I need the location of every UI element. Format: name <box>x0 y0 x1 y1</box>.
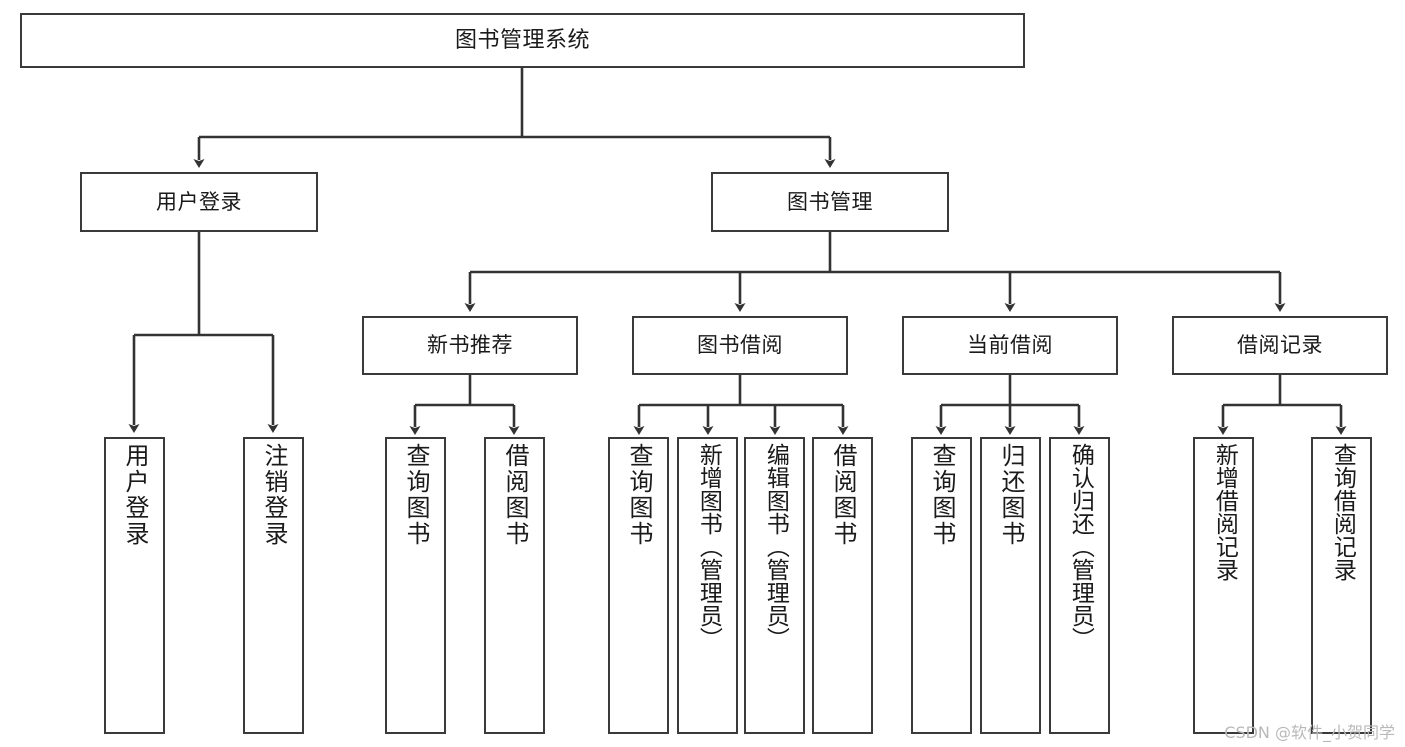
leaf-confirm-return-label: 确认归还（管理员） <box>1067 443 1094 650</box>
node-current-borrow[interactable]: 当前借阅 <box>902 316 1118 375</box>
leaf-borrow-book-2-label: 借阅图书 <box>828 443 857 547</box>
node-current-borrow-label: 当前借阅 <box>967 333 1053 358</box>
leaf-borrow-book-2[interactable]: 借阅图书 <box>812 437 873 734</box>
leaf-query-book-3[interactable]: 查询图书 <box>911 437 972 734</box>
leaf-logout-login-label: 注销登录 <box>259 443 288 547</box>
leaf-query-book-2-label: 查询图书 <box>624 443 653 547</box>
leaf-edit-book[interactable]: 编辑图书（管理员） <box>744 437 805 734</box>
leaf-query-book-1-label: 查询图书 <box>401 443 430 547</box>
leaf-return-book-label: 归还图书 <box>996 443 1025 547</box>
node-borrow-record[interactable]: 借阅记录 <box>1172 316 1388 375</box>
node-new-book-recommend[interactable]: 新书推荐 <box>362 316 578 375</box>
csdn-watermark: CSDN @软件_小贺同学 <box>1224 723 1395 742</box>
node-root-label: 图书管理系统 <box>454 27 590 53</box>
node-root[interactable]: 图书管理系统 <box>20 13 1025 68</box>
leaf-edit-book-label: 编辑图书（管理员） <box>762 443 789 650</box>
leaf-query-book-3-label: 查询图书 <box>927 443 956 547</box>
node-book-borrow[interactable]: 图书借阅 <box>632 316 848 375</box>
leaf-user-login-label: 用户登录 <box>120 443 149 547</box>
leaf-query-borrow-record[interactable]: 查询借阅记录 <box>1311 437 1372 734</box>
node-book-borrow-label: 图书借阅 <box>697 333 783 358</box>
leaf-add-borrow-record[interactable]: 新增借阅记录 <box>1193 437 1254 734</box>
node-book-management-label: 图书管理 <box>787 189 873 214</box>
node-user-login[interactable]: 用户登录 <box>80 172 318 232</box>
leaf-add-book[interactable]: 新增图书（管理员） <box>677 437 738 734</box>
leaf-add-book-label: 新增图书（管理员） <box>695 443 722 650</box>
leaf-return-book[interactable]: 归还图书 <box>980 437 1041 734</box>
leaf-logout-login[interactable]: 注销登录 <box>243 437 304 734</box>
node-user-login-label: 用户登录 <box>156 189 242 214</box>
leaf-query-book-2[interactable]: 查询图书 <box>608 437 669 734</box>
leaf-borrow-book-1-label: 借阅图书 <box>500 443 529 547</box>
leaf-query-book-1[interactable]: 查询图书 <box>385 437 446 734</box>
leaf-borrow-book-1[interactable]: 借阅图书 <box>484 437 545 734</box>
leaf-query-borrow-record-label: 查询借阅记录 <box>1329 443 1356 581</box>
node-new-book-recommend-label: 新书推荐 <box>427 333 513 358</box>
node-borrow-record-label: 借阅记录 <box>1237 333 1323 358</box>
leaf-add-borrow-record-label: 新增借阅记录 <box>1211 443 1238 581</box>
leaf-user-login[interactable]: 用户登录 <box>104 437 165 734</box>
node-book-management[interactable]: 图书管理 <box>711 172 949 232</box>
leaf-confirm-return[interactable]: 确认归还（管理员） <box>1049 437 1110 734</box>
